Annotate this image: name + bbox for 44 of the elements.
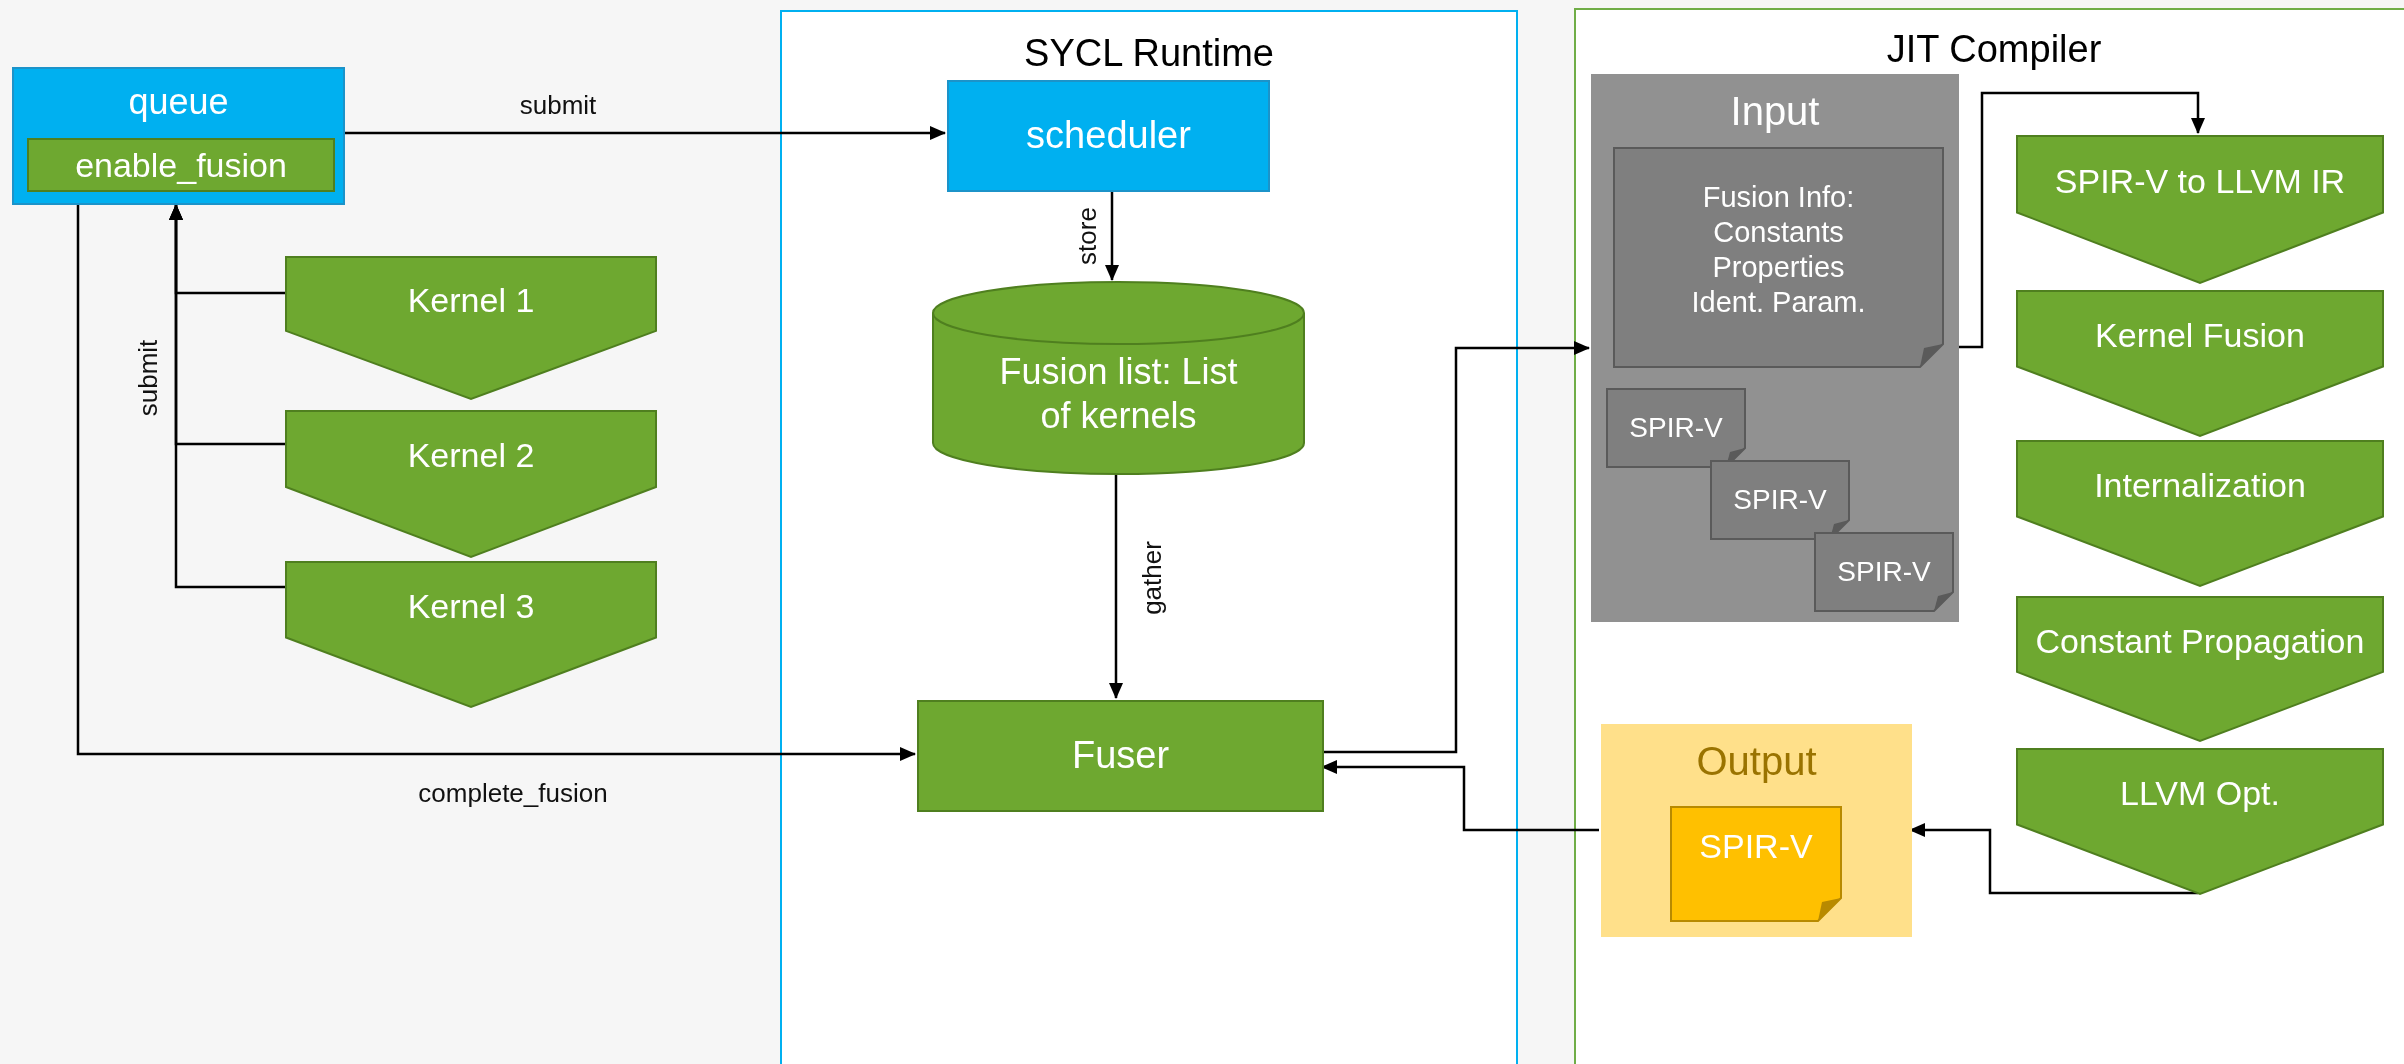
panel-title: JIT Compiler bbox=[1886, 28, 2102, 72]
box-label: Kernel Fusion bbox=[2095, 315, 2305, 356]
arrow bbox=[1322, 341, 1590, 754]
arrow bbox=[1957, 91, 2205, 349]
edge-label: complete_fusion bbox=[418, 778, 608, 808]
box-label: Fusion Info: Constants Properties Ident. Param. bbox=[1690, 180, 1867, 320]
panel-title: SYCL Runtime bbox=[1024, 32, 1274, 76]
arrow bbox=[1105, 190, 1119, 281]
edge-label: store bbox=[1072, 207, 1102, 265]
edge-label: submit bbox=[133, 339, 163, 417]
box-label: Kernel 3 bbox=[407, 586, 535, 627]
process-box bbox=[27, 138, 335, 192]
container-panel bbox=[1574, 8, 2404, 1064]
box-label: Kernel 2 bbox=[407, 435, 535, 477]
box-label: Fuser bbox=[1071, 733, 1170, 779]
container-panel bbox=[780, 10, 1518, 1064]
arrow bbox=[345, 126, 946, 140]
group-panel bbox=[1601, 724, 1912, 937]
box-label: Constant Propagation bbox=[2035, 620, 2365, 662]
panel-title: Input bbox=[1730, 88, 1820, 134]
arrow bbox=[169, 204, 285, 589]
box-label: scheduler bbox=[1026, 113, 1191, 159]
edge-label: submit bbox=[519, 90, 597, 120]
box-label: SPIR-V bbox=[1629, 411, 1723, 445]
arrow bbox=[1321, 760, 1599, 832]
arrow bbox=[76, 205, 916, 761]
process-box bbox=[917, 700, 1324, 812]
arrow bbox=[1109, 472, 1123, 699]
box-label: SPIR-V bbox=[1699, 825, 1813, 867]
box-label: SPIR-V bbox=[1733, 483, 1827, 517]
box-label: Fusion list: List of kernels bbox=[998, 350, 1239, 437]
panel-title: Output bbox=[1696, 738, 1817, 784]
process-box bbox=[947, 80, 1270, 192]
box-label: enable_fusion bbox=[75, 144, 287, 186]
box-label: Kernel 1 bbox=[407, 280, 535, 322]
box-label: Internalization bbox=[2094, 465, 2306, 506]
box-label: queue bbox=[128, 80, 229, 124]
arrow bbox=[1909, 823, 2198, 895]
box-label: LLVM Opt. bbox=[2120, 773, 2280, 814]
edge-label: gather bbox=[1137, 541, 1167, 615]
box-label: SPIR-V to LLVM IR bbox=[2054, 160, 2346, 202]
process-box bbox=[12, 67, 345, 205]
group-panel bbox=[1591, 74, 1959, 622]
box-label: SPIR-V bbox=[1837, 555, 1931, 589]
